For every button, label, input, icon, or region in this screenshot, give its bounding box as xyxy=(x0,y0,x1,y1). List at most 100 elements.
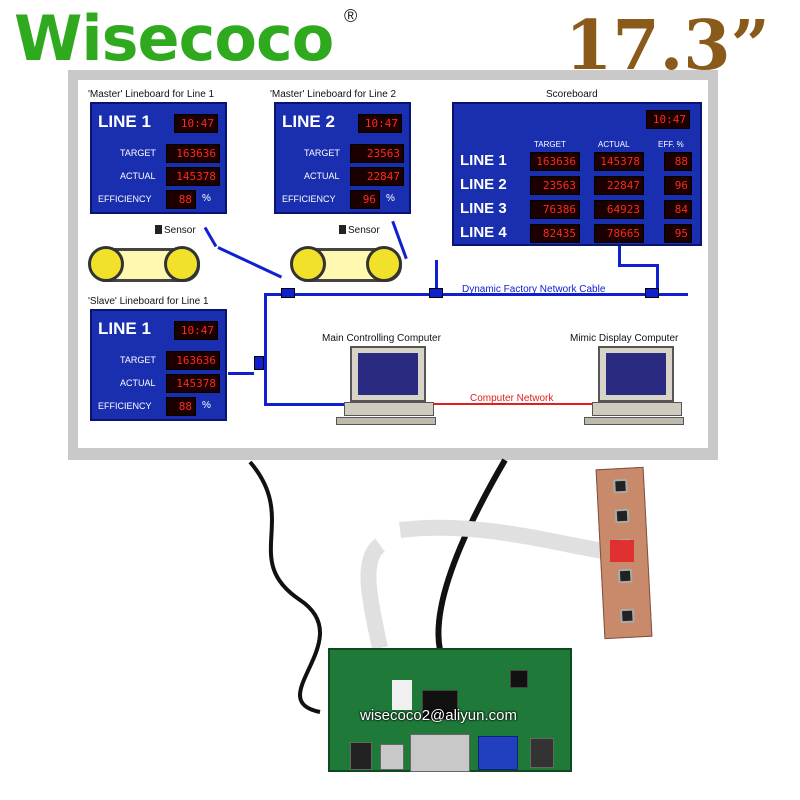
master1-heading: LINE 1 xyxy=(98,112,151,131)
master2-heading: LINE 2 xyxy=(282,112,335,131)
mimic-computer-monitor-icon xyxy=(598,346,674,402)
master2-actual: 22847 xyxy=(350,167,404,186)
mimic-computer-base xyxy=(592,402,682,416)
factory-network-cable xyxy=(264,293,688,296)
scoreboard-row4-actual: 78665 xyxy=(594,224,644,243)
master2-eff: 96 xyxy=(350,190,380,209)
contact-email: wisecoco2@aliyun.com xyxy=(360,707,517,724)
master2-target: 23563 xyxy=(350,144,404,163)
master1-pct: % xyxy=(202,193,211,204)
slave1-target-label: TARGET xyxy=(120,355,156,365)
keypad-connector xyxy=(610,540,634,562)
master1-actual: 145378 xyxy=(166,167,220,186)
master1-target: 163636 xyxy=(166,144,220,163)
master1-time: 10:47 xyxy=(174,114,218,133)
master2-time: 10:47 xyxy=(358,114,402,133)
scoreboard-row3-target: 76386 xyxy=(530,200,580,219)
master1-eff: 88 xyxy=(166,190,196,209)
scoreboard-row3-line: LINE 3 xyxy=(460,200,507,217)
slave1-heading: LINE 1 xyxy=(98,319,151,338)
registered-mark: ® xyxy=(344,6,358,26)
vga-port xyxy=(478,736,518,770)
master2-eff-label: EFFICIENCY xyxy=(282,194,336,204)
scoreboard-row2-actual: 22847 xyxy=(594,176,644,195)
master1-lineboard: LINE 1 10:47 TARGET 163636 ACTUAL 145378… xyxy=(90,102,227,214)
scoreboard-row4-target: 82435 xyxy=(530,224,580,243)
main-computer-monitor-icon xyxy=(350,346,426,402)
chip-icon xyxy=(510,670,528,688)
lvds-cable xyxy=(435,458,508,651)
keypad-button-icon xyxy=(613,478,628,494)
network-connector xyxy=(429,288,443,298)
master2-target-label: TARGET xyxy=(304,148,340,158)
slave1-actual: 145378 xyxy=(166,374,220,393)
main-computer-base xyxy=(344,402,434,416)
keypad-button-icon xyxy=(614,508,630,524)
audio-port xyxy=(530,738,554,768)
sensor-1-label: Sensor xyxy=(164,225,196,236)
computer-network-line xyxy=(434,403,608,405)
scoreboard-row2-eff: 96 xyxy=(664,176,692,195)
keypad-button-icon xyxy=(617,568,633,584)
conveyor-wheel-icon xyxy=(366,246,402,282)
sensor-1-icon xyxy=(155,225,162,234)
scoreboard-row2-target: 23563 xyxy=(530,176,580,195)
scoreboard-title: Scoreboard xyxy=(546,89,598,100)
master1-target-label: TARGET xyxy=(120,148,156,158)
dvi-port xyxy=(410,734,470,772)
network-cable-label: Dynamic Factory Network Cable xyxy=(462,284,606,295)
scoreboard: 10:47 TARGET ACTUAL EFF. % LINE 1 163636… xyxy=(452,102,702,246)
scoreboard-row3-eff: 84 xyxy=(664,200,692,219)
network-connector xyxy=(254,356,264,370)
conveyor-wheel-icon xyxy=(290,246,326,282)
scoreboard-time: 10:47 xyxy=(646,110,690,129)
network-cable-vertical xyxy=(264,293,267,405)
mimic-computer-screen xyxy=(606,353,666,395)
sensor-2-icon xyxy=(339,225,346,234)
master2-title: 'Master' Lineboard for Line 2 xyxy=(270,89,397,100)
scoreboard-header-eff: EFF. % xyxy=(658,140,684,149)
master1-title: 'Master' Lineboard for Line 1 xyxy=(88,89,215,100)
computer-network-label: Computer Network xyxy=(470,393,554,404)
scoreboard-row1-actual: 145378 xyxy=(594,152,644,171)
scoreboard-row3-actual: 64923 xyxy=(594,200,644,219)
slave1-eff-label: EFFICIENCY xyxy=(98,401,152,411)
master2-pct: % xyxy=(386,193,395,204)
master1-eff-label: EFFICIENCY xyxy=(98,194,152,204)
power-cable xyxy=(248,460,322,714)
slave1-eff: 88 xyxy=(166,397,196,416)
scoreboard-header-actual: ACTUAL xyxy=(598,140,630,149)
driver-board xyxy=(328,648,572,772)
scoreboard-row4-line: LINE 4 xyxy=(460,224,507,241)
keypad-button-icon xyxy=(619,608,635,624)
brand-logo-text: Wisecoco xyxy=(14,2,334,75)
ribbon-connector xyxy=(392,680,412,710)
slave1-lineboard: LINE 1 10:47 TARGET 163636 ACTUAL 145378… xyxy=(90,309,227,421)
cable-scoreboard-run xyxy=(618,264,658,267)
network-connector xyxy=(281,288,295,298)
conveyor-wheel-icon xyxy=(164,246,200,282)
ribbon-cable-1 xyxy=(360,538,388,650)
mimic-computer-label: Mimic Display Computer xyxy=(570,333,679,344)
main-chip xyxy=(422,690,458,720)
cable-scoreboard-down xyxy=(656,264,659,294)
scoreboard-row1-line: LINE 1 xyxy=(460,152,507,169)
main-computer-screen xyxy=(358,353,418,395)
scoreboard-header-target: TARGET xyxy=(534,140,566,149)
master2-actual-label: ACTUAL xyxy=(304,171,340,181)
hdmi-port xyxy=(380,744,404,770)
scoreboard-row1-eff: 88 xyxy=(664,152,692,171)
cable-slave1 xyxy=(228,372,254,375)
slave1-actual-label: ACTUAL xyxy=(120,378,156,388)
power-jack xyxy=(350,742,372,770)
network-connector xyxy=(645,288,659,298)
scoreboard-row4-eff: 95 xyxy=(664,224,692,243)
slave1-pct: % xyxy=(202,400,211,411)
sensor-2-label: Sensor xyxy=(348,225,380,236)
slave1-time: 10:47 xyxy=(174,321,218,340)
conveyor-wheel-icon xyxy=(88,246,124,282)
slave1-title: 'Slave' Lineboard for Line 1 xyxy=(88,296,209,307)
main-computer-keyboard xyxy=(336,417,436,425)
lcd-screen: 'Master' Lineboard for Line 1 LINE 1 10:… xyxy=(78,80,708,448)
